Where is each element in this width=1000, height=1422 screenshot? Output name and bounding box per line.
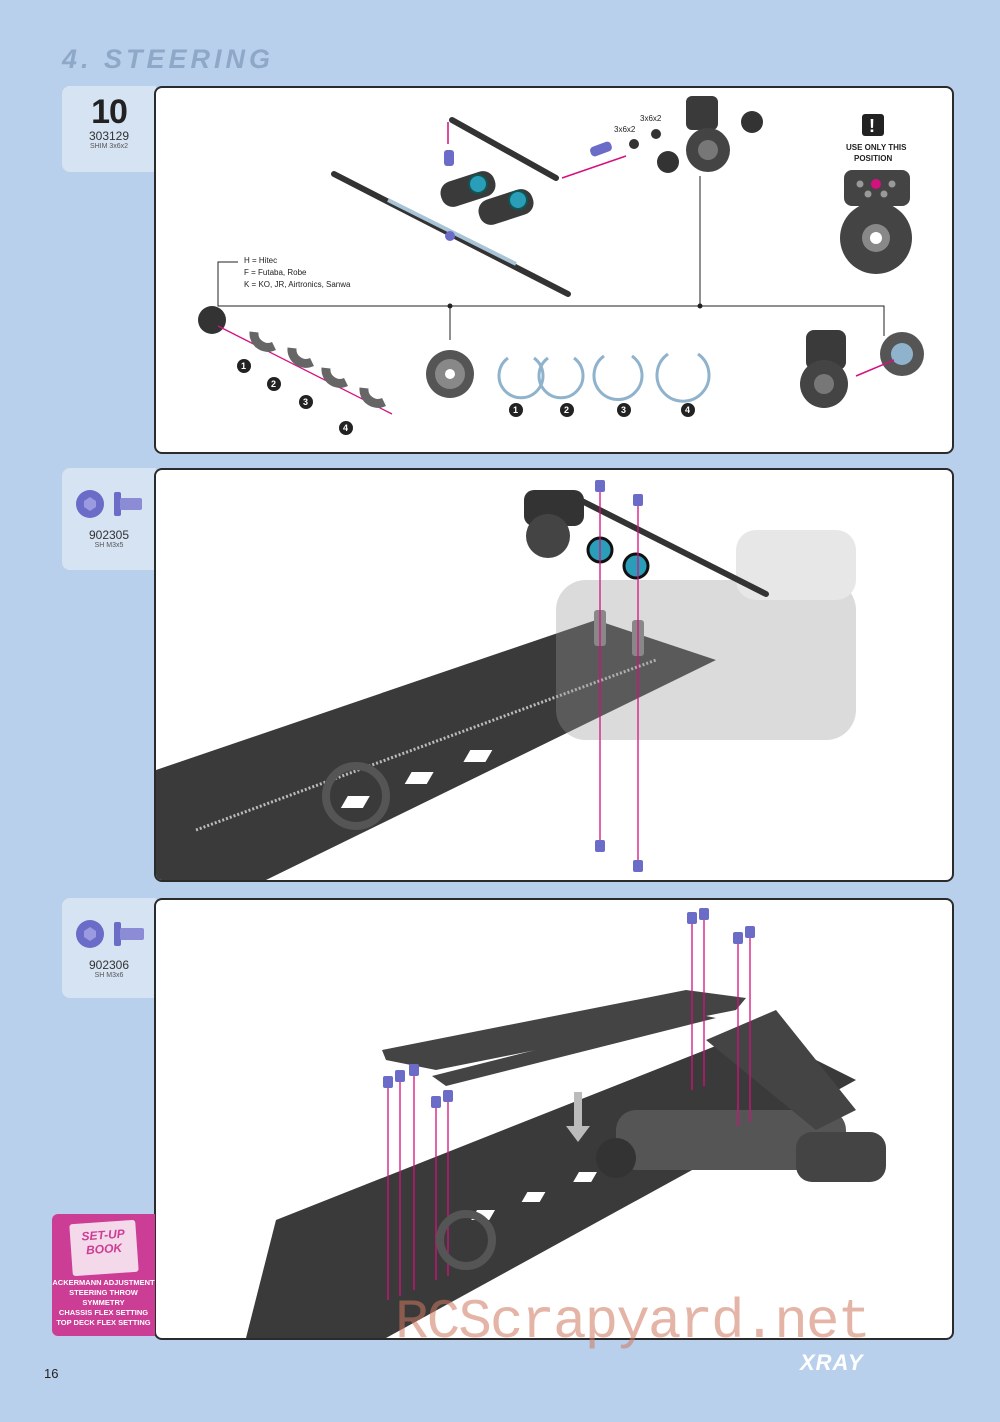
setup-book-topics: ACKERMANN ADJUSTMENT STEERING THROW SYMM… (52, 1278, 155, 1327)
spur-gear (436, 1210, 496, 1270)
servo-saver-nut (657, 151, 679, 173)
spring-clips (497, 352, 711, 403)
screws (383, 908, 755, 1108)
step-panel-1: 3x6x2 3x6x2 ! USE ONLY THIS POSITION H =… (154, 86, 954, 454)
part-desc: SH M3x5 (94, 542, 124, 549)
svg-text:4: 4 (685, 405, 690, 415)
svg-text:F = Futaba, Robe: F = Futaba, Robe (244, 268, 307, 277)
setup-book-badge: SET-UP BOOK ACKERMANN ADJUSTMENT STEERIN… (52, 1214, 155, 1336)
watermark: RCScrapyard.net (395, 1290, 871, 1354)
part-desc: SHIM 3x6x2 (89, 143, 129, 150)
shim (651, 129, 661, 139)
front-assembly (596, 1010, 886, 1182)
assembly-arrows (387, 916, 751, 1300)
shim-label: 3x6x2 (614, 125, 636, 134)
svg-text:4: 4 (343, 423, 348, 433)
assembly-diagram-step2 (156, 480, 856, 880)
steering-assembly (524, 490, 769, 597)
step-tab-3: 902306 SH M3x6 (62, 898, 156, 998)
svg-text:3: 3 (303, 397, 308, 407)
assembly-diagram-step3 (246, 908, 886, 1338)
screw (590, 141, 612, 157)
servo-spacer-set (198, 306, 393, 415)
shim-label: 3x6x2 (640, 114, 662, 123)
step-number: 10 (91, 93, 128, 131)
servo-horn (426, 350, 474, 398)
clip-numbers: 1 2 3 4 (509, 403, 695, 417)
chassis-plate (156, 620, 716, 880)
top-deck (382, 990, 746, 1086)
assembly-arrows (599, 490, 639, 864)
svg-text:3: 3 (621, 405, 626, 415)
warning-text: POSITION (854, 154, 892, 163)
bellcrank-right (478, 189, 534, 225)
servo-saver-cap (741, 111, 763, 133)
svg-text:1: 1 (513, 405, 518, 415)
servo-type-list: H = Hitec F = Futaba, Robe K = KO, JR, A… (244, 256, 351, 289)
front-chassis-ghost (556, 530, 856, 740)
step-tab-1: 10 303129 SHIM 3x6x2 (62, 86, 156, 172)
step-tab-2: 902305 SH M3x5 (62, 468, 156, 570)
warning-text: USE ONLY THIS (846, 143, 907, 152)
down-arrow (566, 1092, 590, 1142)
svg-text:H = Hitec: H = Hitec (244, 256, 277, 265)
svg-text:!: ! (869, 116, 875, 136)
connector-lines (217, 176, 885, 340)
screws (595, 480, 643, 872)
svg-text:K = KO, JR, Airtronics, Sanwa: K = KO, JR, Airtronics, Sanwa (244, 280, 351, 289)
steering-link-upper (449, 117, 559, 181)
belt (195, 658, 657, 832)
exclamation-icon (862, 114, 884, 136)
screw (444, 150, 454, 166)
svg-text:2: 2 (271, 379, 276, 389)
setup-book-icon: SET-UP BOOK (68, 1219, 139, 1277)
svg-text:1: 1 (241, 361, 246, 371)
page-number: 16 (44, 1366, 59, 1381)
part-code: 303129 (88, 129, 130, 143)
step-panel-2 (154, 468, 954, 882)
chassis-holes (340, 750, 493, 808)
spur-gear (322, 762, 390, 830)
chassis-plate (246, 1030, 856, 1338)
spacer-numbers: 1 2 3 4 (237, 359, 353, 435)
servo-saver-housing (686, 96, 730, 172)
ball-stud (445, 231, 455, 241)
section-title: 4. STEERING (62, 44, 275, 74)
brand-logo: XRAY (800, 1350, 864, 1375)
shim (629, 139, 639, 149)
screw-icon (76, 920, 144, 948)
part-desc: SH M3x6 (94, 972, 124, 979)
servo-saver-assembly (800, 330, 924, 408)
svg-text:2: 2 (564, 405, 569, 415)
part-code: 902306 (88, 958, 130, 972)
bellcrank-left (440, 171, 496, 207)
screw-icon (76, 490, 142, 518)
servo-saver-position-diagram (840, 170, 912, 274)
step-panel-3 (154, 898, 954, 1340)
part-code: 902305 (88, 528, 130, 542)
exploded-diagram-step1: 3x6x2 3x6x2 ! USE ONLY THIS POSITION H =… (198, 96, 924, 435)
